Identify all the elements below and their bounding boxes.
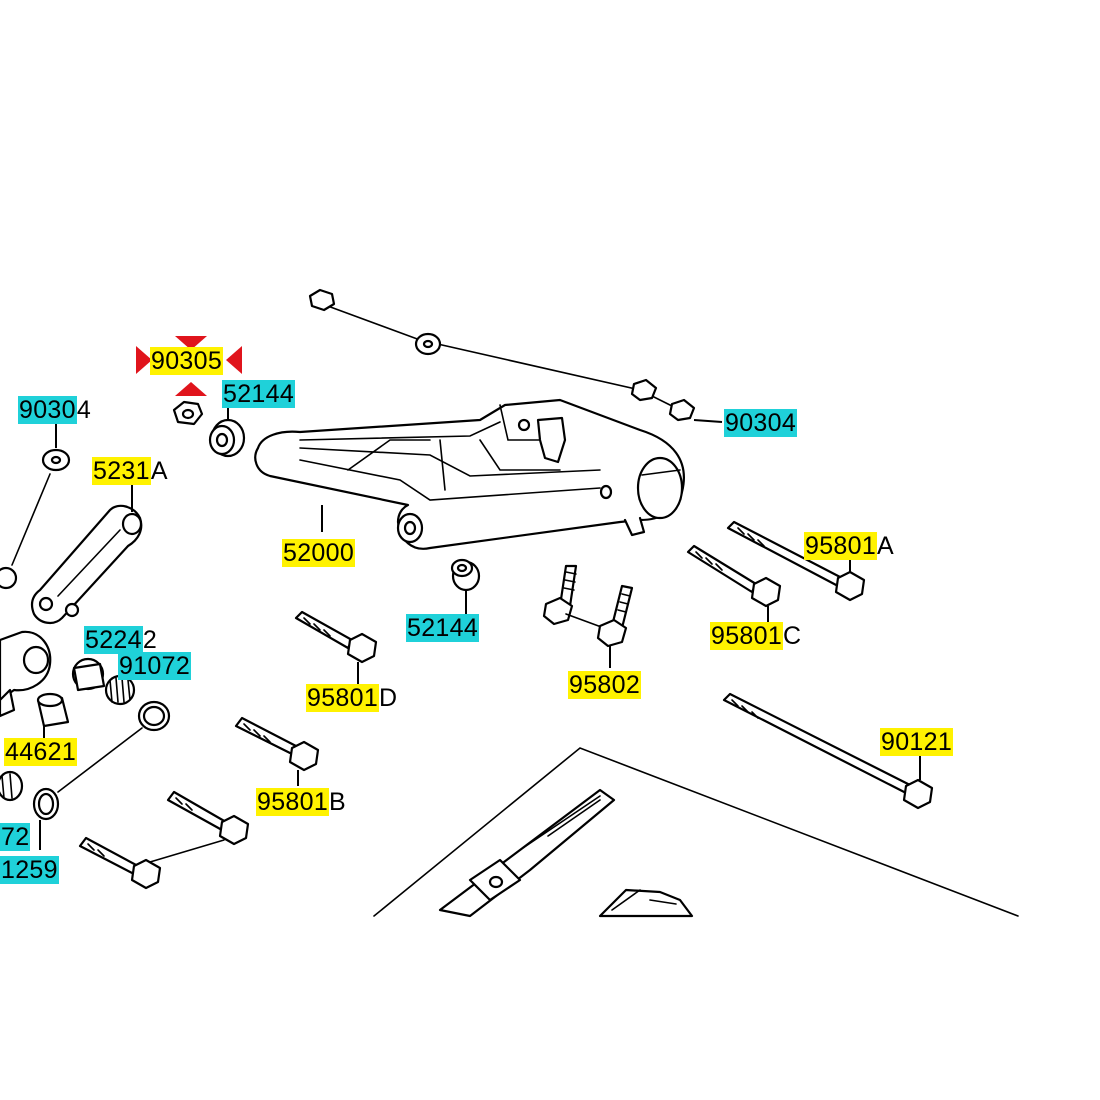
washer-90304-left xyxy=(0,424,71,590)
part-number: 44621 xyxy=(4,738,78,766)
collar-52144-bottom xyxy=(450,558,481,614)
part-number: 95802 xyxy=(568,671,642,699)
tie-rod-5231A xyxy=(30,484,143,624)
bolt-lower-left xyxy=(78,790,250,890)
part-number: 1259 xyxy=(0,856,59,884)
part-suffix: A xyxy=(150,457,168,485)
nut-90305 xyxy=(172,400,204,426)
callout-1259: 1259 xyxy=(0,856,59,884)
part-suffix: 2 xyxy=(142,626,158,654)
bushing-52242 xyxy=(71,657,106,692)
part-number: 5231 xyxy=(92,457,151,485)
swing-arm-52000 xyxy=(254,398,685,550)
sleeve-44621 xyxy=(36,692,70,740)
part-number: 95801 xyxy=(804,532,878,560)
part-number: 52144 xyxy=(222,380,296,408)
axle-90121 xyxy=(722,692,934,810)
seal-ring-1259 xyxy=(32,700,171,850)
part-number: 90305 xyxy=(150,347,224,375)
part-number: 52000 xyxy=(282,539,356,567)
part-suffix: B xyxy=(329,788,347,816)
part-number: 95801 xyxy=(306,684,380,712)
part-number: 72 xyxy=(0,823,31,851)
nut-chain-90304-right xyxy=(308,288,723,423)
chain-guide-partial xyxy=(373,747,1019,918)
part-number: 52144 xyxy=(406,614,480,642)
part-suffix: D xyxy=(379,684,398,712)
collar-52144-top xyxy=(208,404,246,458)
callout-52144-top: 52144 xyxy=(222,380,296,408)
callout-90304-right: 90304 xyxy=(724,409,798,437)
bearing-91072 xyxy=(104,674,136,706)
bearing-72 xyxy=(0,770,24,802)
bolt-95801A xyxy=(726,520,866,602)
bolt-95802 xyxy=(542,564,634,668)
part-number: 9030 xyxy=(18,396,77,424)
part-number: 95801 xyxy=(256,788,330,816)
callout-95801D: 95801D xyxy=(306,684,397,712)
callout-91072: 91072 xyxy=(118,652,192,680)
callout-95801C: 95801C xyxy=(710,622,801,650)
callout-52242: 52242 xyxy=(84,626,157,654)
part-number: 91072 xyxy=(118,652,192,680)
part-number: 90304 xyxy=(724,409,798,437)
part-suffix: 4 xyxy=(76,396,92,424)
bolt-95801D xyxy=(294,610,378,684)
part-number: 95801 xyxy=(710,622,784,650)
part-suffix: C xyxy=(783,622,802,650)
callout-90305: 90305 xyxy=(150,347,224,375)
callout-5231A: 5231A xyxy=(92,457,168,485)
callout-72: 72 xyxy=(0,823,31,851)
callout-90121: 90121 xyxy=(880,728,954,756)
callout-52144-bottom: 52144 xyxy=(406,614,480,642)
rocker-arm-partial xyxy=(0,630,52,718)
callout-90304-left: 90304 xyxy=(18,396,91,424)
bolt-95801C xyxy=(686,544,782,622)
highlight-marker xyxy=(136,336,242,396)
part-number: 90121 xyxy=(880,728,954,756)
bolt-95801B xyxy=(234,716,320,786)
callout-95802: 95802 xyxy=(568,671,642,699)
callout-52000: 52000 xyxy=(282,539,356,567)
callout-95801B: 95801B xyxy=(256,788,346,816)
part-number: 5224 xyxy=(84,626,143,654)
callout-95801A: 95801A xyxy=(804,532,894,560)
callout-44621: 44621 xyxy=(4,738,78,766)
part-suffix: A xyxy=(877,532,895,560)
